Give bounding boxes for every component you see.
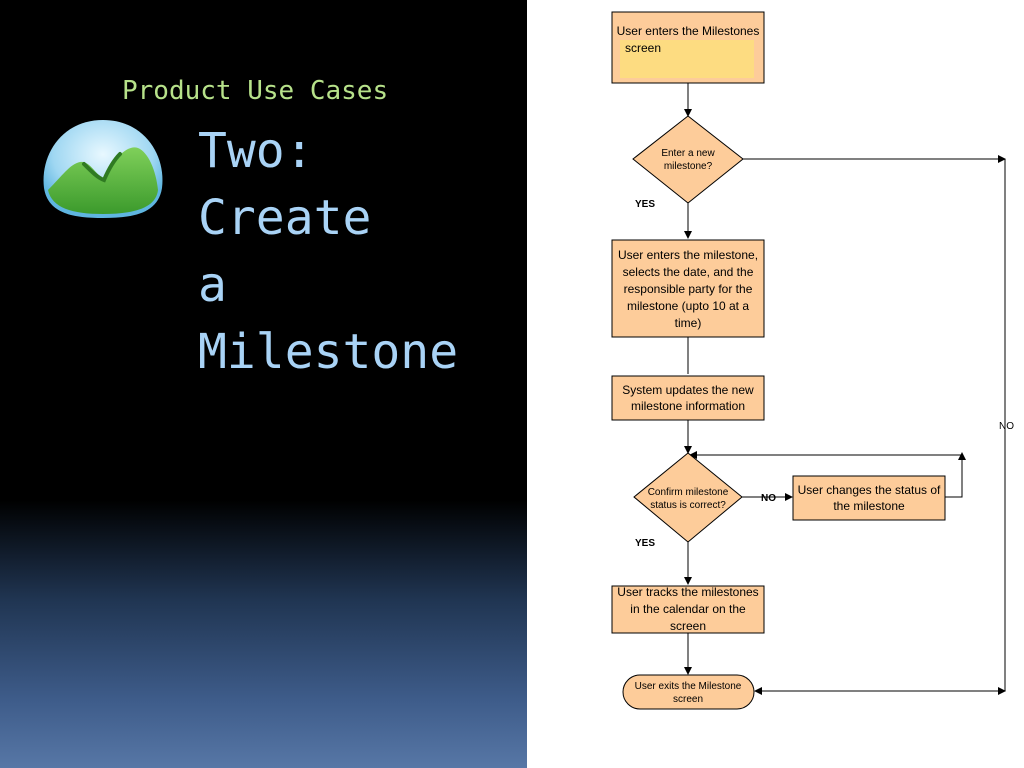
node-text: in the calendar on the bbox=[630, 602, 746, 616]
node-exit: User exits the Milestone screen bbox=[622, 674, 755, 710]
decision-new-milestone: Enter a new milestone? bbox=[632, 115, 744, 204]
node-text: status is correct? bbox=[650, 500, 726, 511]
node-text: Confirm milestone bbox=[648, 487, 729, 498]
node-text: milestone (upto 10 at a bbox=[627, 299, 749, 313]
title-line: Two: bbox=[198, 123, 314, 179]
node-track: User tracks the milestones in the calend… bbox=[611, 585, 765, 634]
node-system-updates: System updates the new milestone informa… bbox=[611, 375, 765, 421]
node-text: User exits the Milestone bbox=[635, 681, 742, 692]
node-text: Enter a new bbox=[661, 148, 715, 159]
node-change-status: User changes the status of the milestone bbox=[792, 475, 946, 521]
node-text: milestone? bbox=[664, 161, 713, 172]
no-label: NO bbox=[761, 493, 776, 504]
milestone-flowchart: User enters the Milestones screen Enter … bbox=[611, 11, 1014, 710]
node-enter-milestone: User enters the milestone, selects the d… bbox=[611, 239, 765, 338]
node-text: screen bbox=[673, 694, 703, 705]
yes-label: YES bbox=[635, 538, 655, 549]
node-text: responsible party for the bbox=[624, 282, 753, 296]
node-text: User enters the milestone, bbox=[618, 248, 758, 262]
node-text: screen bbox=[625, 41, 661, 55]
title-line: Create bbox=[198, 190, 372, 246]
title-line: a bbox=[198, 257, 227, 313]
node-text: User tracks the milestones bbox=[617, 585, 758, 599]
node-text: milestone information bbox=[631, 399, 745, 413]
node-text: screen bbox=[670, 619, 706, 633]
no-label: NO bbox=[999, 421, 1014, 432]
yes-label: YES bbox=[635, 199, 655, 210]
node-text: time) bbox=[675, 316, 702, 330]
slide-left-panel: Product Use Cases Two: Create a Mileston… bbox=[0, 0, 527, 768]
connector-lines bbox=[684, 83, 1006, 695]
slide-title: Two: Create a Milestone bbox=[198, 118, 458, 386]
node-enter-screen: User enters the Milestones screen bbox=[611, 11, 765, 84]
decision-confirm-status: Confirm milestone status is correct? bbox=[633, 452, 743, 543]
slide-subtitle: Product Use Cases bbox=[122, 76, 389, 106]
basecamp-logo-icon bbox=[43, 120, 163, 218]
node-text: the milestone bbox=[833, 499, 905, 513]
title-line: Milestone bbox=[198, 324, 459, 380]
node-text: selects the date, and the bbox=[623, 265, 754, 279]
node-text: User changes the status of bbox=[798, 483, 941, 497]
slide-right-panel: User enters the Milestones screen Enter … bbox=[527, 0, 1024, 768]
node-text: User enters the Milestones bbox=[617, 24, 760, 38]
node-text: System updates the new bbox=[622, 383, 754, 397]
